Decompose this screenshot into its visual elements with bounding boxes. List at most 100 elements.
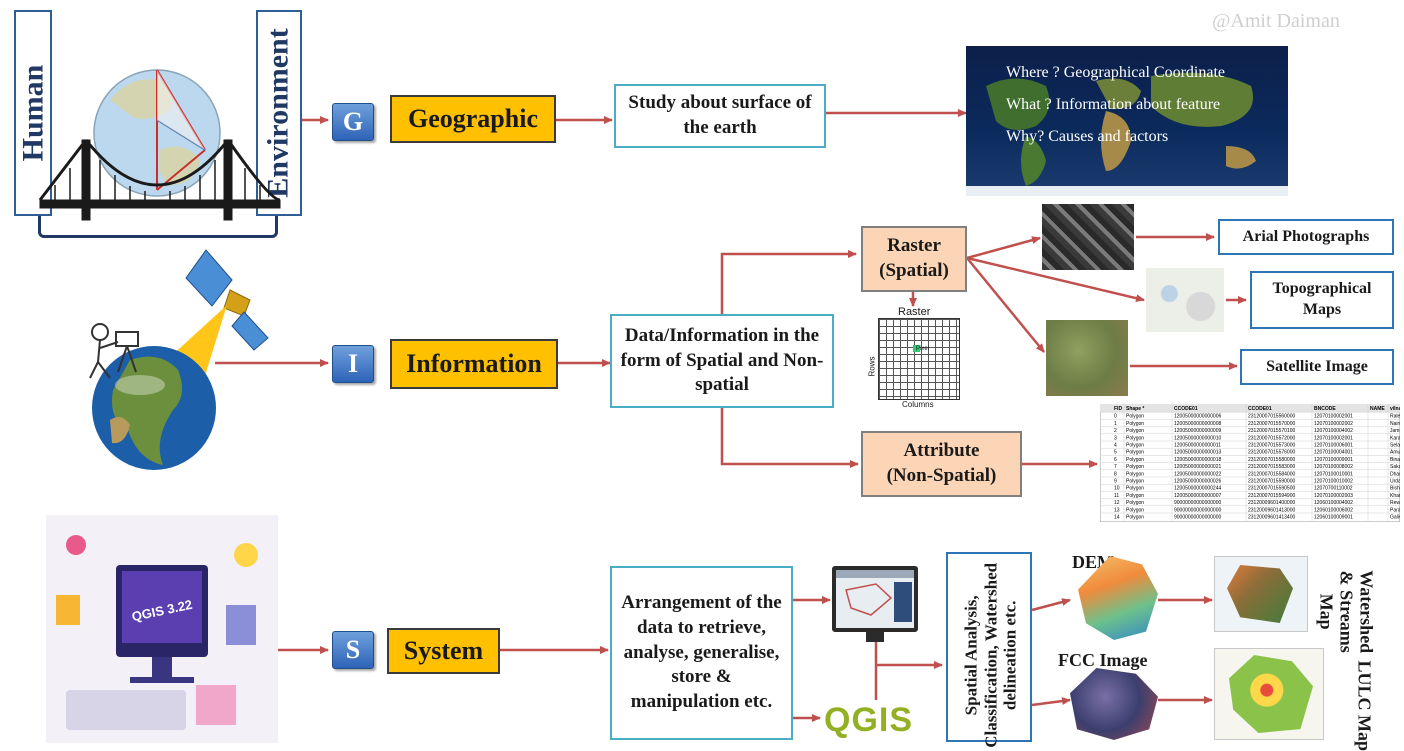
attribute-table-cell: 12070100006001 — [1314, 443, 1353, 449]
connector-data-to-attribute — [720, 408, 859, 468]
arrow-analysis-to-fcc — [1031, 697, 1071, 707]
world-map-image: Where ? Geographical Coordinate What ? I… — [966, 46, 1288, 196]
information-box: Information — [390, 339, 558, 389]
attribute-table-cell: 12070100002002 — [1314, 421, 1353, 427]
letter-s-box: S — [332, 631, 374, 669]
attribute-table-cell: 23120007015570000 — [1248, 421, 1295, 427]
attribute-box: Attribute (Non-Spatial) — [861, 431, 1022, 497]
topo-map-image — [1146, 268, 1224, 332]
map-line-why: Why? Causes and factors — [1006, 128, 1169, 145]
attribute-table-cell: 1 — [1114, 421, 1117, 427]
raster-grid-rows-label: Rows — [867, 356, 877, 377]
attribute-table-cell: 12060100006002 — [1314, 507, 1353, 513]
attribute-table-cell: Polygon — [1126, 500, 1144, 506]
attribute-table-cell: 5 — [1114, 450, 1117, 456]
attribute-table-cell: 23120007015560000 — [1248, 414, 1295, 420]
bridge-bracket — [38, 200, 278, 238]
attribute-table-cell: Polygon — [1126, 486, 1144, 492]
attribute-table-cell: Polygon — [1126, 507, 1144, 513]
letter-i-box: I — [332, 345, 374, 383]
attribute-table-cell: 12070100010002 — [1314, 479, 1353, 485]
attribute-table-cell: 90000000000000000 — [1174, 500, 1221, 506]
raster-grid — [878, 318, 960, 400]
arrangement-box: Arrangement of the data to retrieve, ana… — [610, 566, 793, 740]
attribute-table-cell: 2 — [1114, 428, 1117, 434]
attribute-table-header-cell: FID — [1114, 406, 1122, 412]
geographic-box: Geographic — [390, 95, 556, 143]
topographical-maps-label: Topographical Maps — [1250, 271, 1394, 329]
bridge-icon — [38, 139, 281, 221]
attribute-table-cell: Polygon — [1126, 515, 1144, 521]
attribute-table-header-cell: Shape * — [1126, 406, 1144, 412]
attribute-table-cell: 12070100002003 — [1314, 493, 1353, 499]
aerial-photographs-label: Arial Photographs — [1218, 219, 1394, 255]
attribute-table-cell: Amuwa — [1390, 450, 1400, 456]
attribute-table-cell: 8 — [1114, 471, 1117, 477]
attribute-table-cell: Nainiya — [1390, 421, 1400, 427]
attribute-table-cell: 13 — [1114, 507, 1120, 513]
world-continents — [986, 72, 1256, 186]
raster-grid-pixel — [913, 345, 920, 352]
attribute-table-cell: 12070100002001 — [1314, 435, 1353, 441]
attribute-table-cell: 12005000000000021 — [1174, 464, 1221, 470]
attribute-table-cell: 90000000000000000 — [1174, 515, 1221, 521]
attribute-table-cell: 12070100010001 — [1314, 471, 1353, 477]
attribute-table-cell: 23120007015580000 — [1248, 457, 1295, 463]
attribute-table-cell: 23120007015572000 — [1248, 435, 1295, 441]
attribute-table-cell: 23120007015594900 — [1248, 493, 1295, 499]
attribute-table-cell: 23120007015570100 — [1248, 428, 1295, 434]
attribute-table-cell: 12005000000000008 — [1174, 421, 1221, 427]
attribute-table-cell: 12005000000000010 — [1174, 435, 1221, 441]
raster-box: Raster (Spatial) — [861, 226, 967, 292]
attribute-table-cell: 23120007015573000 — [1248, 443, 1295, 449]
satellite-image-label: Satellite Image — [1240, 349, 1394, 385]
qgis-workspace-illustration: QGIS 3.22 — [46, 515, 278, 743]
attribute-table-cell: 12005000000000006 — [1174, 414, 1221, 420]
attribute-table-cell: 12070100004001 — [1314, 450, 1353, 456]
attribute-table-cell: 12060100004002 — [1314, 500, 1353, 506]
attribute-table-cell: 12070100004002 — [1314, 428, 1353, 434]
attribute-table-cell: Urdani — [1390, 479, 1400, 485]
lulc-map-image — [1214, 648, 1324, 740]
monitor-map-svg — [836, 570, 914, 622]
aerial-photo-image — [1042, 204, 1134, 270]
environment-box: Environment — [256, 10, 302, 216]
qgis-logo-text: QGIS — [824, 700, 914, 739]
workspace-svg — [56, 535, 258, 730]
qgis-logo: QGIS — [824, 700, 913, 740]
attribute-table-header-cell: NAME — [1370, 406, 1385, 412]
satellite-image — [1046, 320, 1128, 396]
data-information-box: Data/Information in the form of Spatial … — [610, 314, 834, 408]
attribute-table-cell: Karaudiya — [1390, 435, 1400, 441]
attribute-table-cell: 12 — [1114, 500, 1120, 506]
attribute-table-cell: Galival — [1390, 515, 1400, 521]
attribute-table-cell: 9 — [1114, 479, 1117, 485]
attribute-table-cell: 12070100009001 — [1314, 457, 1353, 463]
attribute-table-cell: Polygon — [1126, 443, 1144, 449]
attribute-table-cell: 3 — [1114, 435, 1117, 441]
attribute-table-cell: Raleuna — [1390, 414, 1400, 420]
attribute-table-cell: Polygon — [1126, 464, 1144, 470]
attribute-table-cell: Bishnupur — [1390, 486, 1400, 492]
attribute-table-cell: 7 — [1114, 464, 1117, 470]
analysis-box: Spatial Analysis, Classification, Waters… — [946, 552, 1032, 748]
attribute-table-cell: 12060100009001 — [1314, 515, 1353, 521]
attribute-table-cell: 12005000000000022 — [1174, 471, 1221, 477]
raster-grid-pixel-label: Pixel — [916, 346, 930, 352]
attribute-table-cell: Binaiha — [1390, 457, 1400, 463]
attribute-table-cell: Polygon — [1126, 457, 1144, 463]
attribute-table-cell: 6 — [1114, 457, 1117, 463]
attribute-table-cell: 4 — [1114, 443, 1117, 449]
attribute-label-line2: (Non-Spatial) — [886, 465, 997, 486]
watermark: @Amit Daiman — [1212, 10, 1340, 32]
attribute-table-cell: 90000000000000000 — [1174, 507, 1221, 513]
analysis-label: Spatial Analysis, Classification, Waters… — [961, 562, 1020, 748]
raster-grid-title: Raster — [898, 306, 931, 318]
attribute-table-cell: 10 — [1114, 486, 1120, 492]
map-line-where: Where ? Geographical Coordinate — [1006, 64, 1226, 81]
attribute-table-cell: 0 — [1114, 414, 1117, 420]
map-line-what: What ? Information about feature — [1006, 96, 1221, 113]
